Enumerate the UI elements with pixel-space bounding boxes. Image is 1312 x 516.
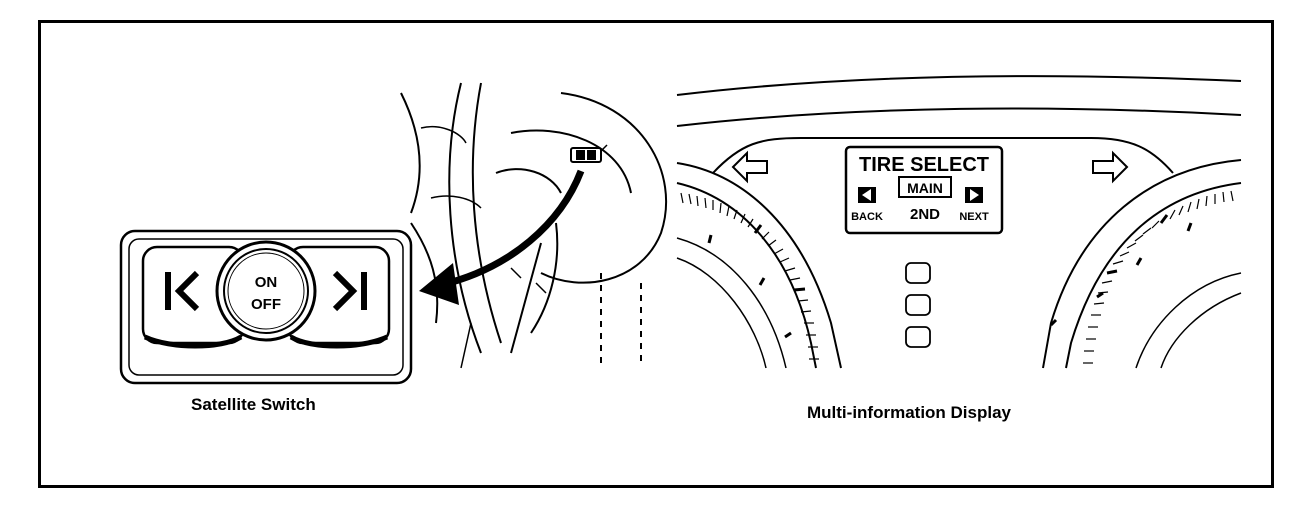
right-arrow-icon bbox=[1092, 150, 1129, 184]
back-icon bbox=[858, 187, 876, 203]
left-gauge-ticks bbox=[680, 192, 819, 360]
indicator-light bbox=[905, 326, 931, 348]
previous-chevron-icon bbox=[165, 270, 200, 312]
indicator-light bbox=[905, 262, 931, 284]
left-arrow-icon bbox=[731, 150, 768, 184]
tire-select-panel: TIRE SELECT MAIN 2ND BACK NEXT bbox=[844, 145, 1004, 235]
indicator-light bbox=[905, 294, 931, 316]
back-label: BACK bbox=[851, 211, 883, 223]
caption-satellite-switch: Satellite Switch bbox=[191, 395, 316, 414]
on-label: ON bbox=[255, 274, 278, 291]
diagram-canvas: ON OFF bbox=[119, 75, 1242, 385]
satellite-switch: ON OFF bbox=[119, 229, 413, 385]
pointer-arrow bbox=[419, 169, 585, 305]
next-chevron-icon bbox=[332, 270, 367, 312]
indicator-lights bbox=[905, 262, 931, 348]
main-option: MAIN bbox=[907, 180, 943, 196]
steering-column-sketch bbox=[400, 82, 667, 369]
right-gauge-ticks bbox=[1049, 190, 1234, 364]
off-label: OFF bbox=[251, 296, 281, 313]
previous-button bbox=[141, 245, 245, 349]
figure-frame: ON OFF bbox=[38, 20, 1274, 488]
caption-multi-information-display: Multi-information Display bbox=[807, 403, 1011, 422]
next-label: NEXT bbox=[959, 211, 989, 223]
next-icon bbox=[965, 187, 983, 203]
display-title: TIRE SELECT bbox=[859, 154, 989, 176]
instrument-cluster bbox=[676, 75, 1242, 369]
on-off-button: ON OFF bbox=[215, 240, 317, 342]
second-option: 2ND bbox=[910, 206, 940, 223]
